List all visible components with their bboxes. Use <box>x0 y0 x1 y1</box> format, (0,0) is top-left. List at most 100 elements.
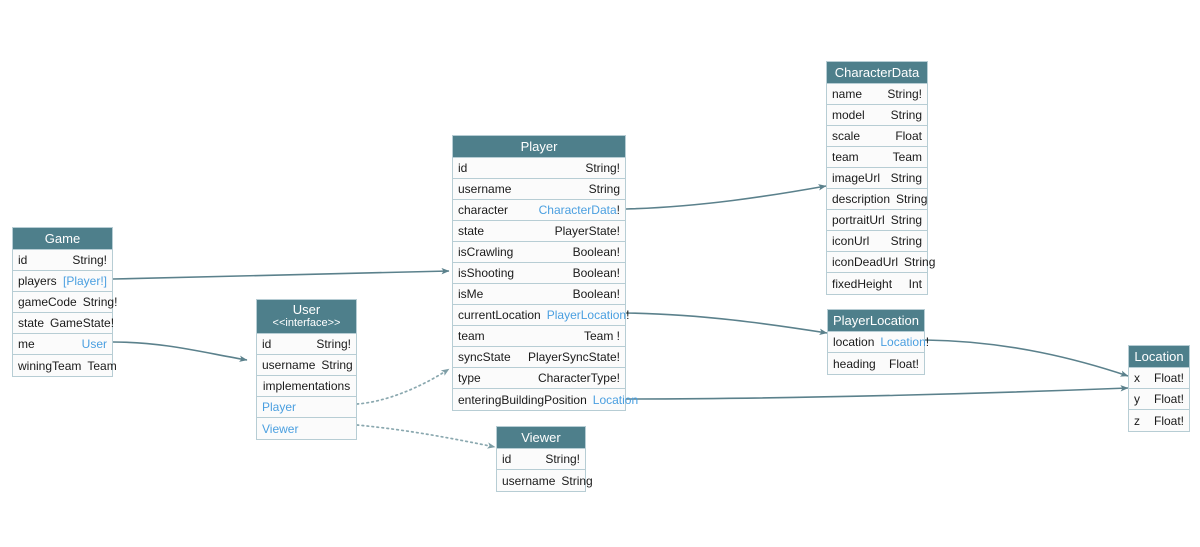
field-type: Float! <box>1153 371 1184 385</box>
field-row[interactable]: description String <box>827 189 927 210</box>
field-type: String <box>561 473 593 488</box>
field-name: character <box>458 203 509 217</box>
field-type[interactable]: Location <box>880 335 926 349</box>
field-row[interactable]: imageUrl String <box>827 168 927 189</box>
field-row[interactable]: scale Float <box>827 126 927 147</box>
field-type: Float! <box>888 356 919 371</box>
field-row[interactable]: username String <box>453 179 625 200</box>
field-type: Team <box>87 358 117 373</box>
field-row[interactable]: fixedHeight Int <box>827 273 927 294</box>
entity-game[interactable]: Game id String! players [Player!] gameCo… <box>12 227 117 377</box>
field-name: syncState <box>458 350 511 364</box>
entity-characterdata-title: CharacterData <box>827 62 927 84</box>
field-name: model <box>832 108 865 122</box>
field-name: fixedHeight <box>832 276 893 291</box>
field-row[interactable]: id String! <box>257 334 356 355</box>
field-row[interactable]: portraitUrl String <box>827 210 927 231</box>
field-row[interactable]: players [Player!] <box>13 271 112 292</box>
field-name: enteringBuildingPosition <box>458 392 587 407</box>
field-row[interactable]: model String <box>827 105 927 126</box>
field-type: Float! <box>1153 413 1184 428</box>
field-name: location <box>833 335 875 349</box>
field-row[interactable]: y Float! <box>1129 389 1189 410</box>
field-row[interactable]: heading Float! <box>828 353 924 374</box>
field-name: x <box>1134 371 1140 385</box>
field-row[interactable]: isMe Boolean! <box>453 284 625 305</box>
implementation-name: Player <box>262 400 297 414</box>
field-name: isMe <box>458 287 484 301</box>
entity-user-stereotype: <<interface>> <box>272 316 341 329</box>
field-name: scale <box>832 129 861 143</box>
implementation-viewer[interactable]: Viewer <box>257 418 356 439</box>
entity-player[interactable]: Player id String! username String charac… <box>452 135 638 411</box>
field-type: Boolean! <box>572 245 620 259</box>
field-row[interactable]: winingTeam Team <box>13 355 117 376</box>
field-type: String <box>890 213 923 227</box>
field-row[interactable]: currentLocation PlayerLocation! <box>453 305 629 326</box>
field-name: winingTeam <box>18 358 82 373</box>
field-type[interactable]: Location <box>592 392 639 407</box>
field-type-suffix: ! <box>925 335 930 349</box>
field-type[interactable]: [Player!] <box>62 274 107 288</box>
entity-viewer-title: Viewer <box>497 427 585 449</box>
entity-playerlocation[interactable]: PlayerLocation location Location! headin… <box>827 309 929 375</box>
implementation-player[interactable]: Player <box>257 397 356 418</box>
field-type: String! <box>585 161 620 175</box>
field-type: Boolean! <box>572 287 620 301</box>
field-type[interactable]: User <box>81 337 107 351</box>
field-row[interactable]: gameCode String! <box>13 292 117 313</box>
edge-game-players-to-player <box>112 267 450 280</box>
field-row[interactable]: location Location! <box>828 332 929 353</box>
entity-user[interactable]: User <<interface>> id String! username S… <box>256 299 357 440</box>
field-row[interactable]: team Team <box>827 147 927 168</box>
field-row[interactable]: z Float! <box>1129 410 1189 431</box>
field-row[interactable]: isShooting Boolean! <box>453 263 625 284</box>
field-type: String <box>588 182 620 196</box>
field-type: String <box>896 192 928 206</box>
entity-location[interactable]: Location x Float! y Float! z Float! <box>1128 345 1190 432</box>
field-row[interactable]: character CharacterData! <box>453 200 625 221</box>
field-row[interactable]: id String! <box>13 250 112 271</box>
field-name: username <box>262 358 316 372</box>
field-name: description <box>832 192 891 206</box>
entity-viewer[interactable]: Viewer id String! username String <box>496 426 593 492</box>
field-row[interactable]: x Float! <box>1129 368 1189 389</box>
field-row[interactable]: isCrawling Boolean! <box>453 242 625 263</box>
field-name: type <box>458 371 481 385</box>
field-name: isCrawling <box>458 245 514 259</box>
field-row[interactable]: username String <box>497 470 593 491</box>
field-name: imageUrl <box>832 171 881 185</box>
field-name: heading <box>833 356 876 371</box>
field-row[interactable]: id String! <box>497 449 585 470</box>
field-row[interactable]: username String <box>257 355 356 376</box>
field-row[interactable]: iconDeadUrl String <box>827 252 935 273</box>
field-row[interactable]: enteringBuildingPosition Location <box>453 389 638 410</box>
edge-player-currentlocation-to-playerlocation <box>625 312 828 335</box>
field-name: gameCode <box>18 295 77 309</box>
field-type[interactable]: PlayerLocation <box>546 308 627 322</box>
entity-user-title: User <<interface>> <box>257 300 356 334</box>
field-name: iconUrl <box>832 234 870 248</box>
field-row[interactable]: iconUrl String <box>827 231 927 252</box>
field-type: Int <box>908 276 922 291</box>
implementation-name: Viewer <box>262 421 299 436</box>
field-type: Team <box>892 150 922 164</box>
entity-user-name: User <box>292 302 321 317</box>
field-row[interactable]: state PlayerState! <box>453 221 625 242</box>
field-row[interactable]: id String! <box>453 158 625 179</box>
field-name: id <box>502 452 512 466</box>
entity-player-title: Player <box>453 136 625 158</box>
entity-characterdata[interactable]: CharacterData name String! model String … <box>826 61 935 295</box>
field-row[interactable]: me User <box>13 334 112 355</box>
field-name: y <box>1134 392 1140 406</box>
field-name: players <box>18 274 57 288</box>
field-name: team <box>832 150 859 164</box>
field-type[interactable]: CharacterData <box>538 203 617 217</box>
field-name: portraitUrl <box>832 213 885 227</box>
field-row[interactable]: team Team ! <box>453 326 625 347</box>
field-row[interactable]: syncState PlayerSyncState! <box>453 347 625 368</box>
field-row[interactable]: type CharacterType! <box>453 368 625 389</box>
field-row[interactable]: name String! <box>827 84 927 105</box>
field-row[interactable]: state GameState! <box>13 313 114 334</box>
